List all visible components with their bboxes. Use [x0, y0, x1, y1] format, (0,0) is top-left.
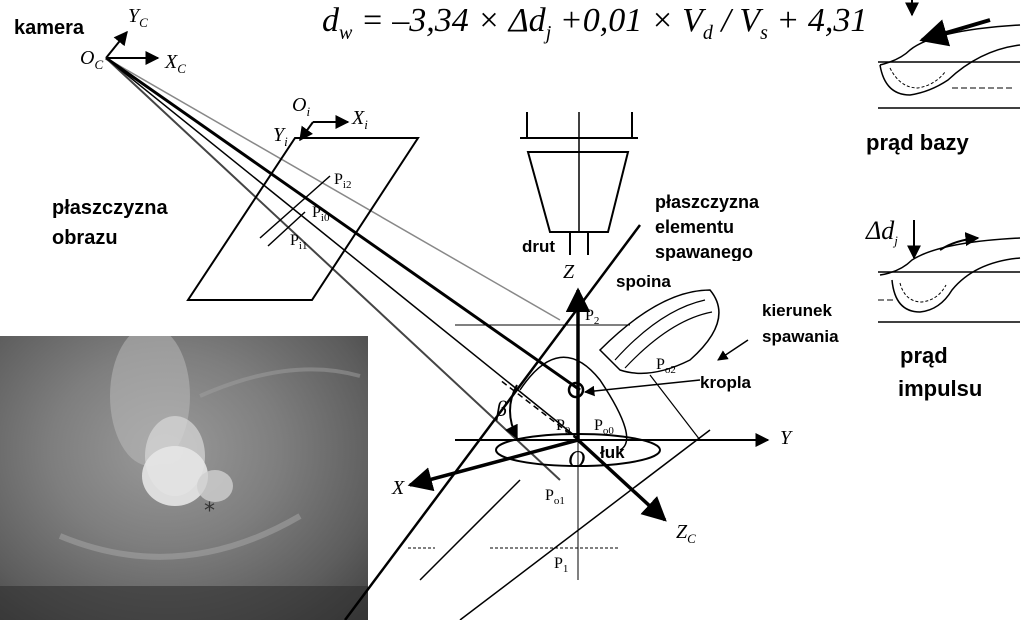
point-P0-sub: 0: [564, 425, 571, 438]
base-current-label: prąd bazy: [866, 130, 969, 155]
axis-Yc-sub: C: [139, 15, 148, 30]
axis-Zc: ZC: [676, 522, 696, 545]
angle-beta: β: [496, 396, 507, 421]
axis-Z: Z: [563, 261, 575, 283]
delta-dj-text: Δd: [866, 216, 895, 245]
point-Pi1-sub: i1: [298, 240, 308, 253]
image-plane-label-1: płaszczyzna: [52, 197, 168, 219]
axis-Yi: Yi: [273, 125, 288, 148]
axis-Xc-text: X: [165, 51, 178, 73]
axis-Oc-sub: C: [94, 57, 104, 72]
point-Po2-sub: o2: [664, 364, 676, 377]
point-P2-text: P: [585, 307, 594, 324]
point-P1-text: P: [554, 555, 563, 572]
point-Pi0-sub: i0: [320, 212, 330, 225]
axis-Yi-sub: i: [284, 134, 288, 149]
formula-lhs: d: [322, 2, 339, 39]
formula-sub-j: j: [545, 21, 552, 44]
pulse-current-label-2: impulsu: [898, 376, 983, 401]
point-P2: P2: [585, 308, 599, 327]
weld-label: spoina: [616, 272, 671, 291]
workpiece-plane-label-3: spawanego: [655, 243, 754, 261]
point-Po2: Po2: [656, 357, 676, 376]
point-Po1-text: P: [545, 487, 554, 504]
point-Pi0-text: P: [312, 204, 321, 221]
point-Po2-text: P: [656, 356, 665, 373]
point-Po0: Po0: [594, 418, 614, 437]
point-P2-sub: 2: [593, 315, 600, 328]
axis-Xc-sub: C: [177, 61, 186, 76]
image-plane-label-2: obrazu: [52, 227, 118, 249]
point-Po0-text: P: [594, 417, 603, 434]
axis-Zc-sub: C: [687, 531, 696, 546]
point-Po1: Po1: [545, 488, 565, 507]
welding-direction-label-1: kierunek: [762, 301, 832, 320]
delta-dj-label: Δdj: [866, 216, 898, 249]
axis-Xi-sub: i: [364, 117, 368, 132]
axis-Y: Y: [780, 427, 792, 449]
axis-Xc: XC: [165, 52, 186, 75]
axis-Zc-text: Z: [676, 521, 688, 543]
workpiece-plane-label-1: płaszczyzna: [655, 192, 760, 212]
point-P1: P1: [554, 556, 568, 575]
formula-sub-s: s: [760, 21, 768, 44]
point-Po1-sub: o1: [553, 495, 565, 508]
point-Pi2: Pi2: [334, 172, 351, 191]
point-P1-sub: 1: [562, 563, 569, 576]
weld-pool-photo: *: [0, 336, 368, 620]
point-Po0-sub: o0: [602, 425, 614, 438]
axis-Xi: Xi: [352, 108, 368, 131]
axis-Yc-text: Y: [128, 5, 140, 27]
wire-label: drut: [520, 237, 558, 256]
point-P0: P0: [556, 418, 570, 437]
droplet-label: kropla: [700, 373, 752, 392]
camera-label: kamera: [14, 17, 85, 39]
formula-eq: = –3,34 × Δd: [352, 2, 546, 39]
formula-sub-d: d: [702, 21, 713, 44]
axis-O: O: [568, 447, 586, 473]
point-Pi0: Pi0: [312, 205, 329, 224]
axis-Xi-text: X: [352, 107, 365, 129]
formula-lhs-sub: w: [339, 21, 353, 44]
welding-direction-label-2: spawania: [762, 327, 839, 346]
point-Pi1-text: P: [290, 232, 299, 249]
axis-Yi-text: Y: [273, 124, 285, 146]
formula-mid: +0,01 × V: [551, 2, 703, 39]
point-Pi2-text: P: [334, 171, 343, 188]
axis-Oi-text: O: [292, 94, 307, 116]
axis-Oc-text: O: [80, 47, 95, 69]
point-Pi1: Pi1: [290, 233, 307, 252]
formula-slash: / V: [712, 2, 761, 39]
formula-end: + 4,31: [767, 2, 868, 39]
svg-text:*: *: [204, 499, 215, 524]
axis-Oi: Oi: [292, 95, 310, 118]
point-Pi2-sub: i2: [342, 179, 352, 192]
droplet-size-formula: dw = –3,34 × Δdj +0,01 × Vd / Vs + 4,31: [322, 2, 867, 45]
point-P0-text: P: [556, 417, 565, 434]
axis-Oc: OC: [80, 48, 103, 71]
workpiece-plane-label-2: elementu: [655, 217, 735, 237]
axis-Yc: YC: [128, 6, 148, 29]
delta-dj-sub: j: [894, 233, 898, 249]
pulse-current-label-1: prąd: [900, 343, 948, 368]
arc-label: łuk: [600, 443, 625, 462]
axis-X: X: [392, 477, 405, 499]
axis-Oi-sub: i: [306, 104, 311, 119]
